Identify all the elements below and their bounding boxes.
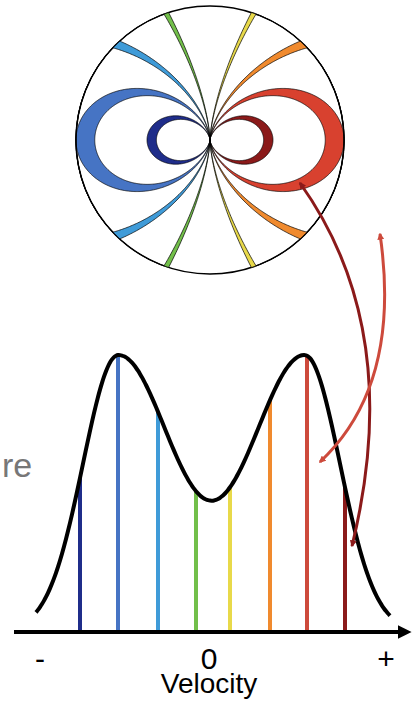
disk-circle: [76, 6, 344, 274]
velocity-channel: [156, 412, 160, 630]
velocity-channel: [228, 487, 232, 630]
velocity-contour: [210, 13, 344, 268]
pointer-arrow: [300, 183, 370, 546]
partial-word: re: [2, 448, 32, 482]
velocity-channel: [194, 491, 198, 630]
velocity-contour: [76, 41, 210, 239]
velocity-contour: [76, 13, 210, 268]
axis-plus: +: [377, 644, 395, 674]
axis-title: Velocity: [161, 670, 258, 698]
profile-curve: [36, 355, 390, 616]
velocity-contour: [210, 41, 344, 239]
velocity-contour: [210, 116, 273, 164]
axis-minus: -: [35, 644, 45, 674]
velocity-channel: [78, 478, 82, 630]
velocity-channel: [343, 487, 347, 630]
velocity-contour: [210, 88, 344, 191]
velocity-contour: [147, 116, 210, 164]
velocity-contour: [76, 88, 210, 191]
disk-outline: [76, 6, 344, 274]
velocity-channel: [268, 400, 272, 630]
velocity-channel: [116, 355, 120, 630]
velocity-channel: [305, 356, 309, 630]
velocity-axis: [14, 630, 406, 634]
pointer-arrow: [320, 234, 385, 462]
line-profile: [36, 355, 390, 630]
